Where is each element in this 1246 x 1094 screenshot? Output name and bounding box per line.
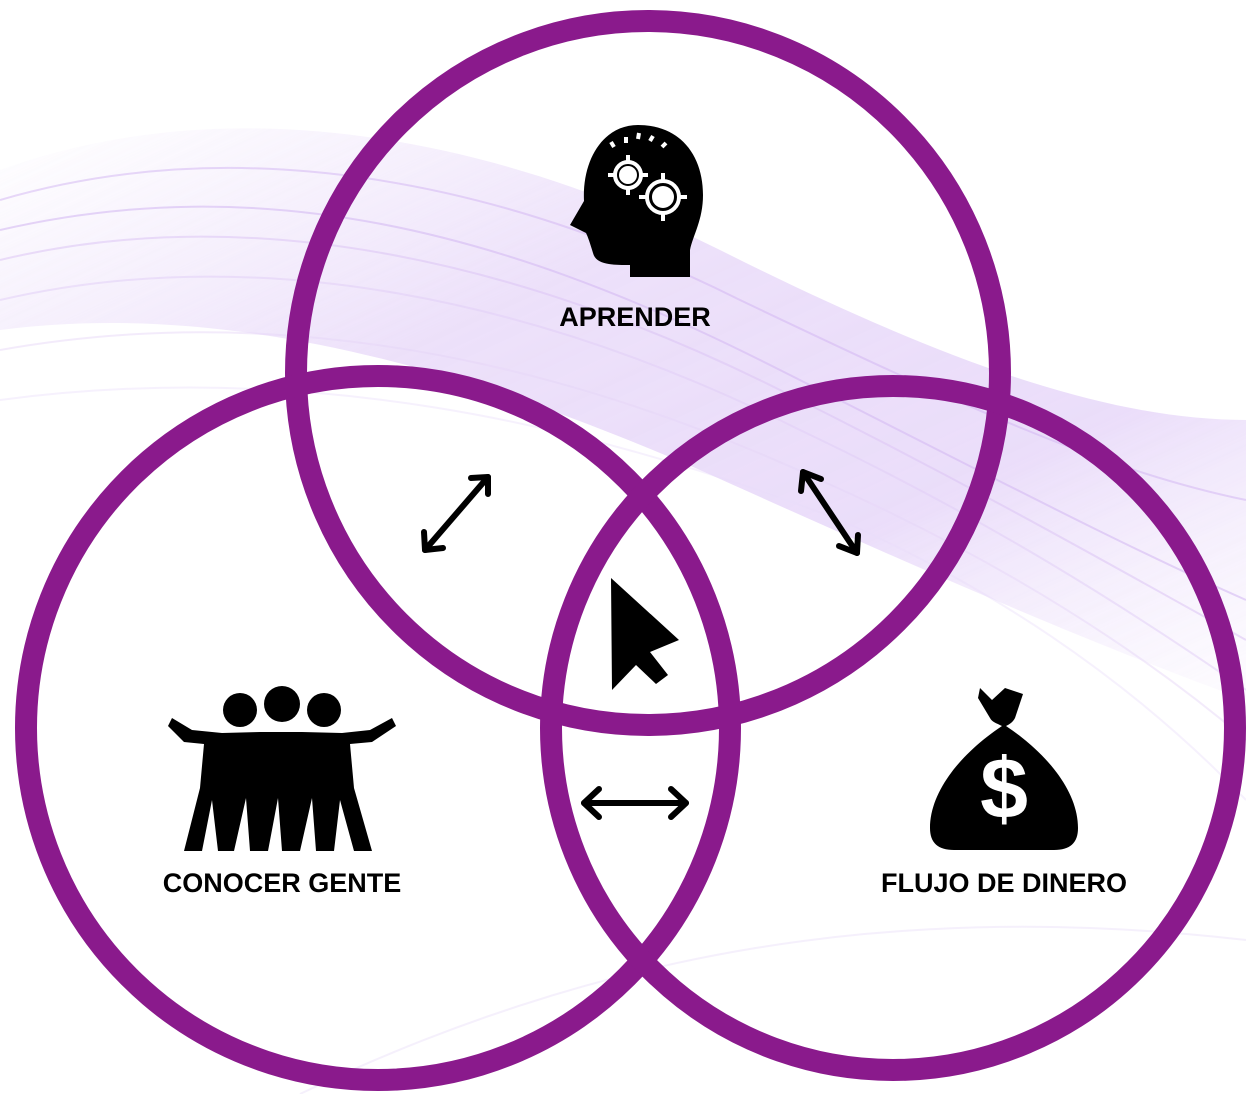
label-conocer-gente: CONOCER GENTE: [163, 868, 402, 898]
head-gears-icon: [570, 125, 703, 277]
ring-right: [540, 375, 1246, 1081]
double-arrow-icon: [581, 786, 689, 820]
label-flujo-de-dinero: FLUJO DE DINERO: [881, 868, 1127, 898]
cursor-icon: [611, 578, 679, 690]
double-arrow-icon: [421, 474, 491, 553]
svg-text:$: $: [980, 741, 1028, 837]
double-arrow-icon: [798, 469, 861, 556]
group-people-icon: [168, 686, 396, 851]
ring-left: [15, 365, 741, 1091]
ring-top: [285, 10, 1011, 736]
label-aprender: APRENDER: [559, 302, 711, 332]
venn-rings: [15, 10, 1246, 1091]
money-bag-icon: $: [930, 688, 1078, 850]
